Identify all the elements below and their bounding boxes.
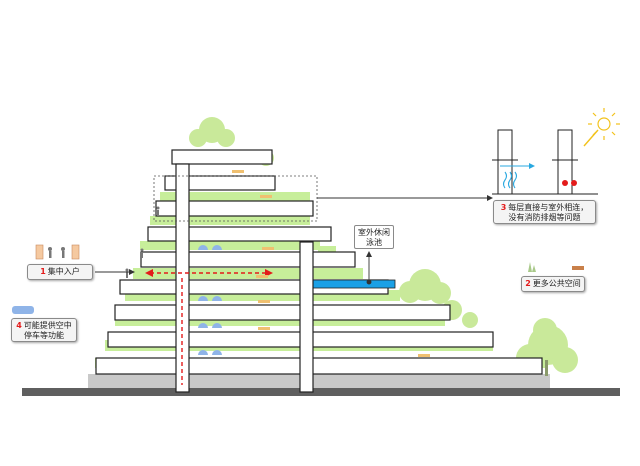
cars: [12, 245, 222, 355]
podium-base: [88, 374, 550, 388]
detail-floors: [492, 129, 598, 195]
parking-line2: 停车等功能: [24, 331, 64, 340]
highlight-box: [153, 175, 318, 222]
outdoor-line1: 每层直接与室外相连，: [508, 203, 589, 212]
pool-label-line1: 室外休闲: [358, 228, 390, 237]
ground-line: [22, 388, 620, 396]
pool-label-line2: 泳池: [366, 238, 382, 247]
benches: [232, 170, 584, 357]
entry-text: 集中入户: [47, 267, 80, 276]
smoke-dots-icon: [562, 180, 577, 186]
outdoor-line2: 没有消防排烟等问题: [508, 213, 581, 222]
entry-number: 1: [40, 267, 46, 276]
outdoor-pool: [312, 279, 396, 289]
public-space-number: 2: [525, 279, 531, 288]
public-space-text: 更多公共空间: [532, 279, 581, 288]
entry-pillar-left: [35, 244, 44, 260]
floor-slabs: [95, 149, 543, 375]
people: [48, 206, 160, 278]
airflow-icon: [500, 163, 535, 189]
pool-label: 室外休闲 泳池: [354, 225, 394, 249]
leader-lines: [95, 195, 493, 285]
entry-pillar-right: [71, 244, 80, 260]
parking-number: 4: [16, 321, 22, 330]
parking-line1: 可能提供空中: [23, 321, 72, 330]
core-right: [299, 241, 314, 393]
sun-icon: [583, 108, 620, 147]
outdoor-number: 3: [500, 203, 507, 212]
grass-tuft-icon: [528, 262, 536, 272]
